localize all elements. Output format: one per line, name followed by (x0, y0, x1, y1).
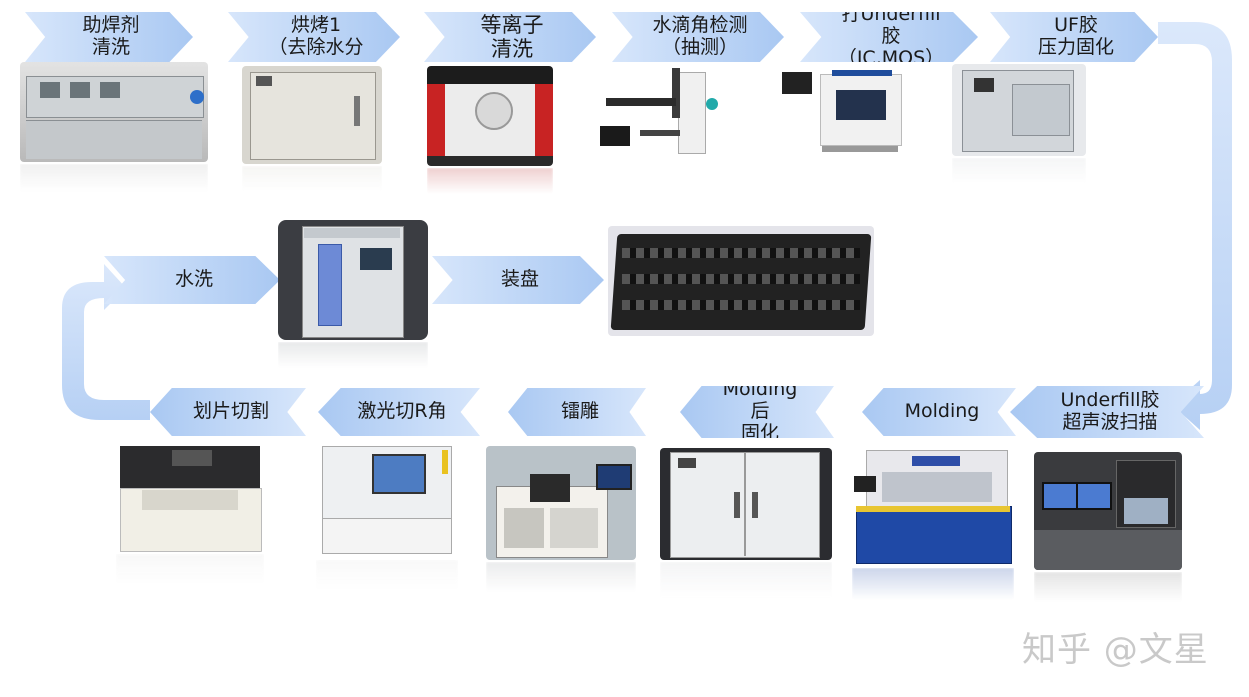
ultrasonic-scan-arrow: Underfill胶 超声波扫描 (1010, 386, 1204, 438)
laser-marker-reflection (486, 562, 636, 592)
molding-machine-reflection (852, 568, 1014, 600)
flux-cleaning-label: 助焊剂 清洗 (82, 14, 140, 58)
baking-1-label: 烘烤1 （去除水分 (268, 14, 364, 58)
contact-angle-arrow: 水滴角检测 （抽测） (612, 12, 784, 62)
post-mold-cure-label: Molding后 固化 (722, 378, 798, 444)
laser-marking-arrow: 镭雕 (508, 388, 646, 436)
laser-cutter-image (316, 446, 458, 558)
plasma-cleaning-label: 等离子 清洗 (480, 12, 544, 61)
laser-cutter-reflection (316, 560, 458, 590)
baking-1-arrow: 烘烤1 （去除水分 (228, 12, 400, 62)
ultrasonic-scan-label: Underfill胶 超声波扫描 (1060, 389, 1160, 433)
contact-angle-label: 水滴角检测 （抽测） (652, 14, 748, 58)
ultrasonic-scanner-reflection (1034, 572, 1182, 602)
molding-label: Molding (904, 400, 980, 423)
tray-image (608, 226, 874, 336)
watermark: 知乎 @文星 (1022, 630, 1209, 670)
post-mold-cure-arrow: Molding后 固化 (680, 386, 834, 438)
dispenser-image (782, 68, 922, 154)
dicing-arrow: 划片切割 (150, 388, 306, 436)
dicing-label: 划片切割 (192, 400, 269, 423)
water-washer-reflection (278, 342, 428, 368)
laser-marking-label: 镭雕 (560, 400, 599, 423)
laser-marker-image (486, 446, 636, 560)
flux-cleaning-machine-image (20, 62, 208, 162)
baking-oven-image (242, 66, 382, 164)
molding-arrow: Molding (862, 388, 1016, 436)
pressure-oven-image (952, 64, 1086, 156)
flux-cleaning-reflection (20, 164, 208, 192)
plasma-cleaning-arrow: 等离子 清洗 (424, 12, 596, 62)
water-wash-label: 水洗 (174, 268, 213, 291)
underfill-dispense-arrow: 打Underfill 胶 （IC,MOS） (800, 12, 978, 62)
dicing-saw-reflection (116, 554, 264, 584)
curing-oven-image (660, 448, 832, 560)
ultrasonic-scanner-image (1034, 452, 1182, 570)
pressure-oven-reflection (952, 158, 1086, 184)
laser-r-corner-arrow: 激光切R角 (318, 388, 480, 436)
uf-pressure-cure-arrow: UF胶 压力固化 (990, 12, 1158, 62)
flux-cleaning-arrow: 助焊剂 清洗 (25, 12, 193, 62)
plasma-cleaner-image (427, 66, 553, 166)
tray-loading-label: 装盘 (500, 268, 539, 291)
uf-pressure-cure-label: UF胶 压力固化 (1037, 14, 1114, 58)
plasma-cleaner-reflection (427, 168, 553, 194)
contact-angle-meter-image (600, 68, 740, 164)
baking-oven-reflection (242, 166, 382, 192)
dicing-saw-image (116, 446, 264, 552)
molding-machine-image (852, 450, 1014, 566)
laser-r-corner-label: 激光切R角 (357, 400, 447, 423)
water-wash-arrow: 水洗 (104, 256, 280, 304)
underfill-dispense-label: 打Underfill 胶 （IC,MOS） (837, 3, 945, 69)
tray-loading-arrow: 装盘 (432, 256, 604, 304)
water-washer-image (278, 220, 428, 340)
curing-oven-reflection (660, 562, 832, 598)
